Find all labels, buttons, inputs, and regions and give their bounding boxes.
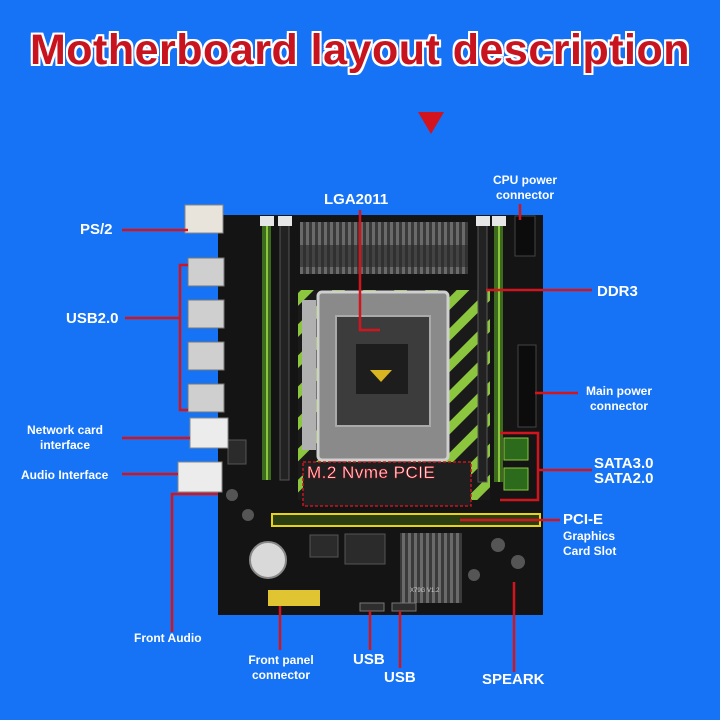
usb-port bbox=[187, 257, 225, 287]
label-main-power-line1: Main power bbox=[585, 384, 652, 398]
label-graphics-line2: Card Slot bbox=[563, 544, 617, 558]
label-ddr3: DDR3 bbox=[597, 283, 638, 300]
down-arrow-icon bbox=[418, 112, 444, 134]
label-sata2: SATA2.0 bbox=[594, 470, 654, 487]
ps2-port bbox=[184, 204, 224, 234]
leader-lines bbox=[122, 204, 592, 672]
audio-jacks bbox=[177, 461, 223, 493]
front-panel-header bbox=[268, 590, 320, 606]
label-ps2: PS/2 bbox=[80, 221, 113, 238]
label-main-power: Main power connector bbox=[578, 384, 660, 414]
label-cpu-power-line2: connector bbox=[495, 188, 554, 202]
label-usb-header-2: USB bbox=[384, 669, 416, 686]
chipset-heatsink bbox=[400, 533, 462, 603]
usb-port bbox=[187, 383, 225, 413]
label-speaker: SPEARK bbox=[482, 671, 545, 688]
label-pcie: PCI-E bbox=[563, 511, 604, 528]
page-title: Motherboard layout description bbox=[29, 26, 691, 74]
label-lga2011: LGA2011 bbox=[324, 191, 389, 208]
cmos-battery bbox=[249, 541, 287, 579]
motherboard bbox=[177, 204, 543, 615]
label-network-line2: interface bbox=[39, 438, 91, 452]
usb-port bbox=[187, 341, 225, 371]
label-m2: M.2 Nvme PCIE bbox=[307, 463, 436, 483]
ddr3-slot bbox=[477, 221, 488, 483]
board-model-print: X79G V1.2 bbox=[410, 588, 440, 594]
label-sata: SATA3.0 SATA2.0 bbox=[594, 456, 653, 486]
usb-port bbox=[187, 299, 225, 329]
socket-pins bbox=[356, 344, 408, 394]
label-front-panel: Front panel connector bbox=[236, 653, 326, 683]
label-cpu-power: CPU power connector bbox=[485, 173, 565, 203]
ddr3-slot bbox=[279, 221, 290, 481]
lan-port bbox=[189, 417, 229, 449]
label-cpu-power-line1: CPU power bbox=[492, 173, 557, 187]
label-audio: Audio Interface bbox=[21, 468, 109, 482]
label-usb20: USB2.0 bbox=[66, 310, 119, 327]
label-front-panel-line1: Front panel bbox=[248, 653, 314, 667]
label-network-line1: Network card bbox=[26, 423, 104, 437]
sata-port bbox=[503, 467, 529, 491]
label-usb-header-1: USB bbox=[353, 651, 385, 668]
label-network: Network card interface bbox=[22, 423, 108, 453]
label-main-power-line2: connector bbox=[589, 399, 648, 413]
label-sata3: SATA3.0 bbox=[594, 455, 654, 472]
cpu-power-connector bbox=[514, 215, 536, 257]
main-power-connector bbox=[517, 344, 537, 428]
label-front-panel-line2: connector bbox=[251, 668, 310, 682]
label-graphics: Graphics Card Slot bbox=[563, 529, 616, 559]
m2-slot bbox=[302, 461, 472, 507]
socket-lever bbox=[302, 300, 316, 450]
label-graphics-line1: Graphics bbox=[563, 529, 616, 543]
sata-port bbox=[503, 437, 529, 461]
label-front-audio: Front Audio bbox=[134, 631, 202, 645]
